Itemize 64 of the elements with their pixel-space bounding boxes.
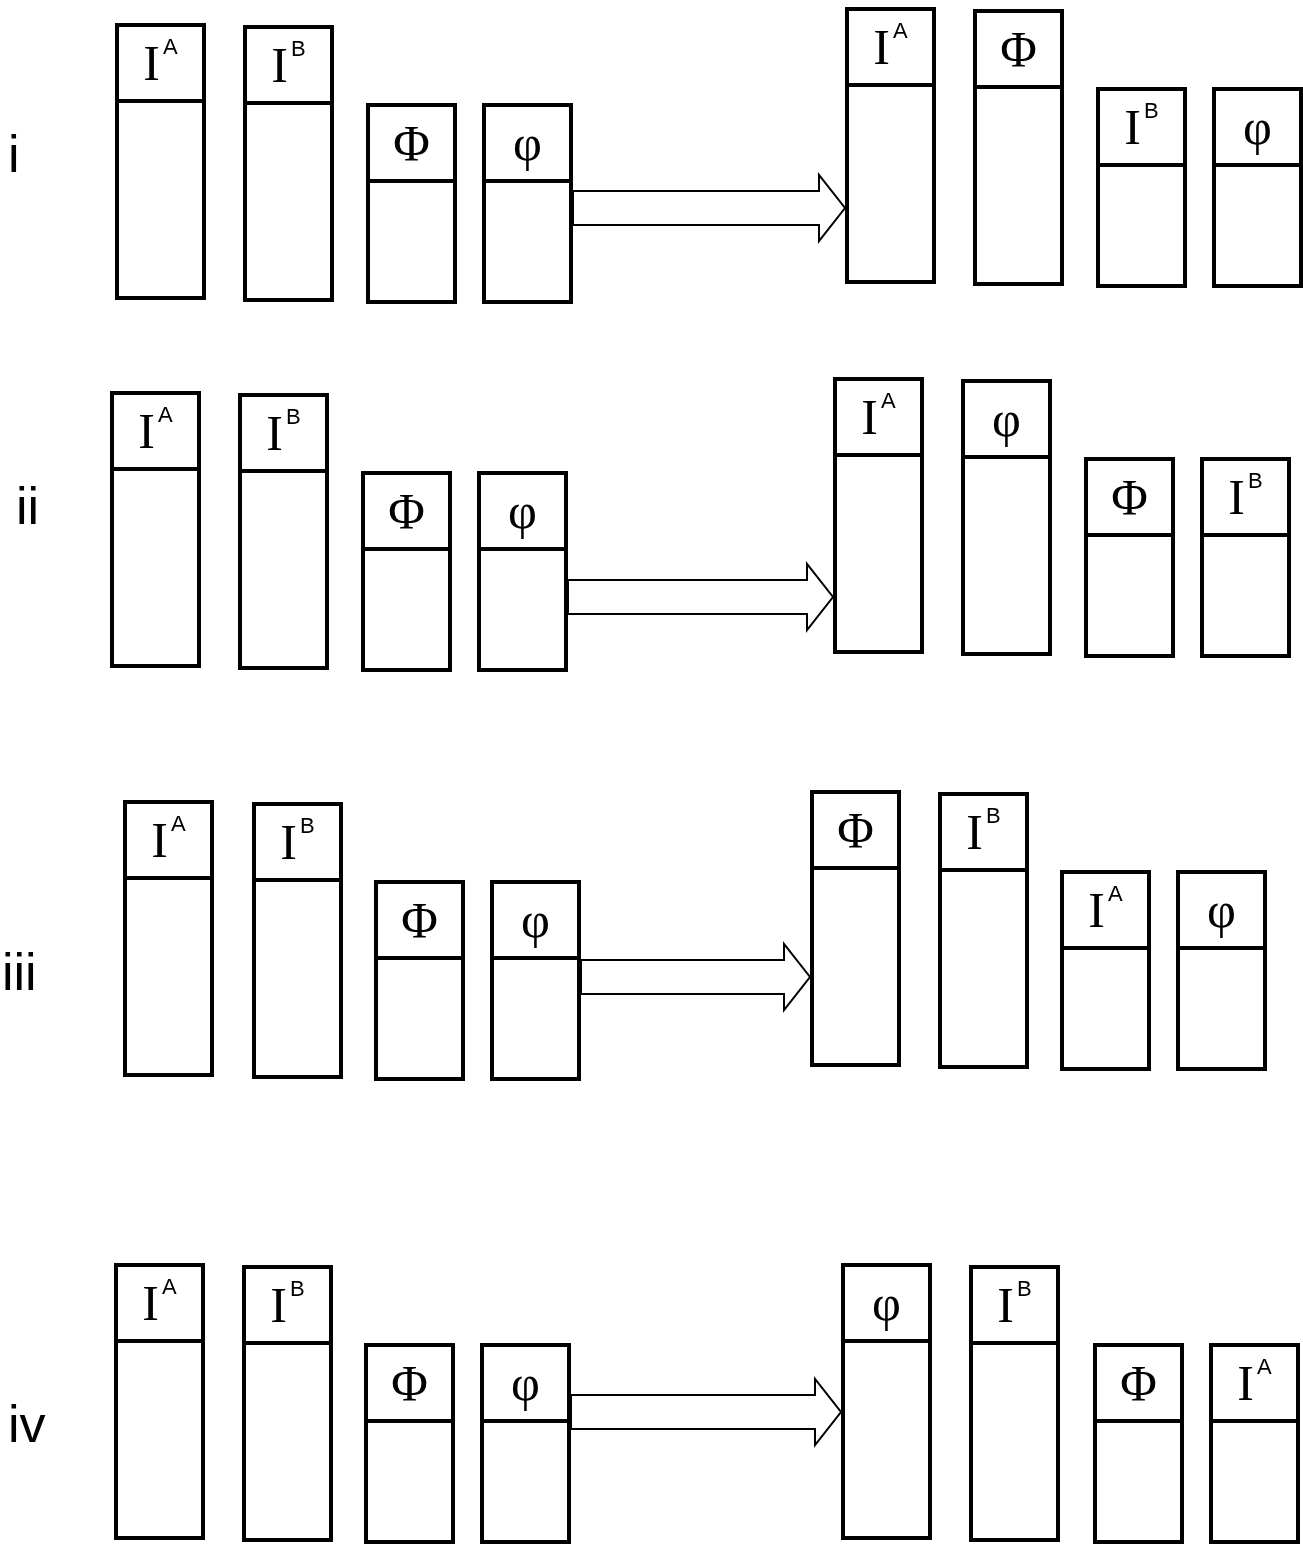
chromosome-box	[115, 23, 206, 300]
allele-label: Φ	[1000, 24, 1037, 74]
chromosome-box	[1209, 1343, 1300, 1544]
allele-label: Φ	[837, 805, 874, 855]
chromosome-box	[961, 379, 1052, 656]
allele-label: I$^{B}$	[271, 40, 306, 90]
row-label: i	[8, 128, 20, 180]
chromosome-box	[364, 1343, 455, 1544]
chromosome-box	[969, 1265, 1060, 1542]
allele-label: I$^{B}$	[1124, 102, 1159, 152]
chromosome-box	[238, 393, 329, 670]
block-arrow	[567, 561, 835, 633]
allele-label: I$^{A}$	[138, 406, 173, 456]
chromosome-box	[114, 1263, 205, 1540]
chromosome-box	[477, 471, 568, 672]
chromosome-box	[841, 1263, 932, 1540]
allele-label: I$^{A}$	[143, 38, 178, 88]
chromosome-box	[810, 790, 901, 1067]
allele-label: I$^{A}$	[1088, 885, 1123, 935]
row-label: iii	[2, 946, 37, 998]
chromosome-box	[1096, 87, 1187, 288]
allele-label: I$^{A}$	[873, 22, 908, 72]
chromosome-box	[490, 880, 581, 1081]
allele-label: Φ	[393, 118, 430, 168]
allele-label: I$^{B}$	[266, 408, 301, 458]
allele-label: I$^{B}$	[997, 1280, 1032, 1330]
allele-label: I$^{B}$	[1228, 472, 1263, 522]
chromosome-box	[973, 9, 1064, 286]
allele-label: I$^{A}$	[1237, 1358, 1272, 1408]
allele-label: I$^{A}$	[142, 1278, 177, 1328]
chromosome-box	[110, 391, 201, 668]
chromosome-box	[123, 800, 214, 1077]
allele-label: I$^{B}$	[270, 1280, 305, 1330]
chromosome-box	[1200, 457, 1291, 658]
chromosome-box	[1212, 87, 1303, 288]
allele-label: I$^{A}$	[151, 815, 186, 865]
chromosome-box	[1093, 1343, 1184, 1544]
block-arrow	[580, 941, 812, 1013]
chromosome-box	[243, 25, 334, 302]
chromosome-box	[845, 7, 936, 284]
chromosome-box	[482, 103, 573, 304]
chromosome-box	[252, 802, 343, 1079]
chromosome-box	[242, 1265, 333, 1542]
allele-label: I$^{A}$	[861, 392, 896, 442]
chromosome-box	[1060, 870, 1151, 1071]
allele-label: Φ	[1120, 1358, 1157, 1408]
chromosome-box	[361, 471, 452, 672]
allele-label: Φ	[388, 486, 425, 536]
chromosome-box	[833, 377, 924, 654]
allele-label: Φ	[391, 1358, 428, 1408]
allele-label: Φ	[1111, 472, 1148, 522]
chromosome-box	[1084, 457, 1175, 658]
chromosome-box	[374, 880, 465, 1081]
chromosome-box	[1176, 870, 1267, 1071]
chromosome-box	[480, 1343, 571, 1544]
allele-label: I$^{B}$	[280, 817, 315, 867]
chromosome-box	[938, 792, 1029, 1069]
row-label: ii	[16, 480, 40, 532]
row-label: iv	[8, 1398, 46, 1450]
allele-label: I$^{B}$	[966, 807, 1001, 857]
block-arrow	[572, 172, 847, 244]
allele-label: Φ	[401, 895, 438, 945]
block-arrow	[570, 1376, 843, 1448]
chromosome-box	[366, 103, 457, 304]
